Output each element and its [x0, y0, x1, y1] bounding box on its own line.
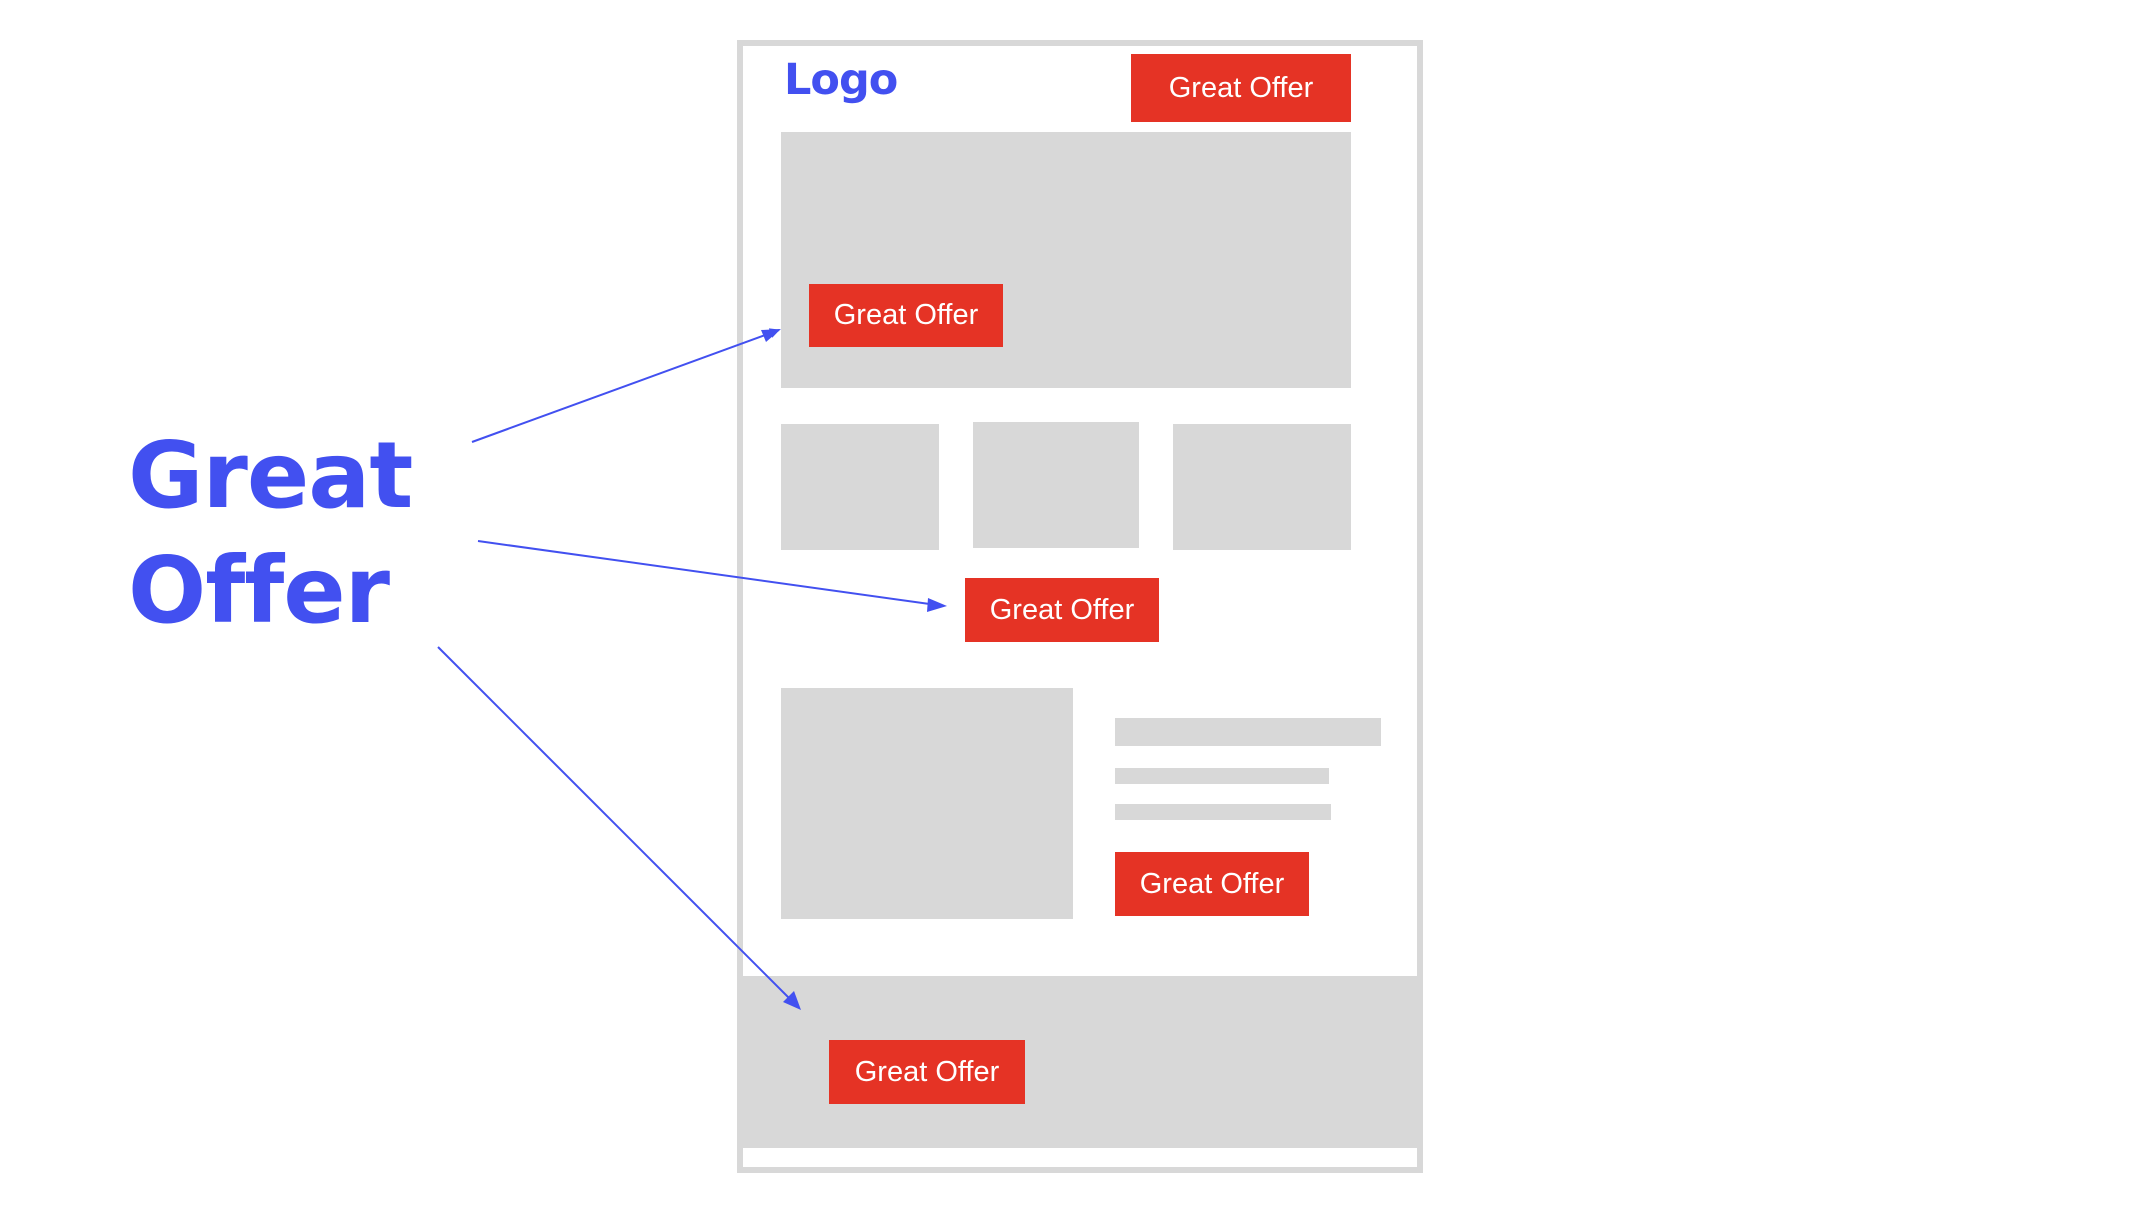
tile-placeholder-3	[1173, 424, 1351, 550]
feature-text-line-1-placeholder	[1115, 768, 1329, 784]
hero-great-offer-button[interactable]: Great Offer	[809, 284, 1003, 347]
feature-text-line-2-placeholder	[1115, 804, 1331, 820]
hero-image-placeholder	[781, 132, 1351, 388]
headline: Great Offer	[128, 418, 413, 648]
tile-placeholder-1	[781, 424, 939, 550]
feature-image-placeholder	[781, 688, 1073, 919]
headline-line-2: Offer	[128, 537, 390, 644]
headline-line-1: Great	[128, 422, 413, 529]
tile-placeholder-2	[973, 422, 1139, 548]
feature-title-placeholder	[1115, 718, 1381, 746]
header-great-offer-button[interactable]: Great Offer	[1131, 54, 1351, 122]
middle-great-offer-button[interactable]: Great Offer	[965, 578, 1159, 642]
footer-great-offer-button[interactable]: Great Offer	[829, 1040, 1025, 1104]
feature-great-offer-button[interactable]: Great Offer	[1115, 852, 1309, 916]
logo[interactable]: Logo	[784, 55, 898, 105]
arrow-to-hero-button-icon	[471, 328, 781, 443]
